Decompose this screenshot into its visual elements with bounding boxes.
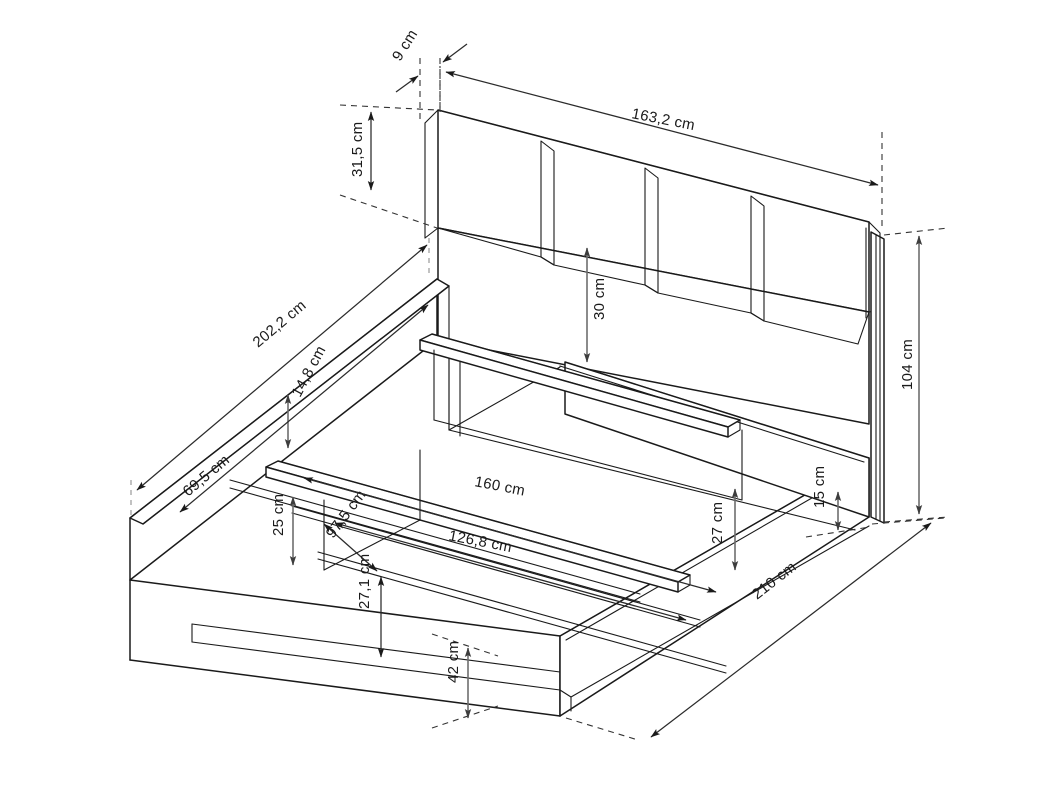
frame-bottom-front-edge [129,659,561,717]
dim-footboard-height: 27,1 cm [356,554,385,658]
dim-label-31-5cm: 31,5 cm [349,122,366,177]
support-leg-board [870,231,885,524]
dim-label-27-1cm: 27,1 cm [356,554,373,609]
headboard-pad-right-wrap [857,311,870,345]
support-leg-assembly [870,231,885,524]
dim-label-25cm: 25 cm [270,494,287,536]
headboard-lower-face [437,227,870,425]
dim-1268-line [334,522,687,621]
dim-leg-clearance: 42 cm [431,633,499,729]
right-side-rail-top-edge [564,361,870,459]
dim-headboard-panel-height: 30 cm [583,247,608,363]
dim-total-height: 104 cm [883,227,949,523]
headboard-top-left-bevel [424,109,439,124]
dim-695-line [179,304,429,513]
dim-label-42cm: 42 cm [445,641,462,683]
dim-headboard-upper-height: 31,5 cm [339,104,438,229]
head-cross-board-end [431,333,741,438]
dim-315-ext-top [339,104,438,111]
dim-label-27cm: 27 cm [709,502,726,544]
headboard-left-lower-bevel [424,227,439,239]
dim-label-104cm: 104 cm [899,339,916,390]
dim-label-15cm: 15 cm [811,466,828,508]
dim-label-30cm: 30 cm [591,278,608,320]
dim-210-line [650,522,932,738]
footboard-plinth-notch-left [559,689,572,698]
plinth-front-lower [191,641,561,691]
dim-42-ext-top [431,633,499,657]
dim-slat-clearance: 25 cm [270,494,297,566]
dim-210-ext-bottom [565,717,639,741]
dim-1632-line [445,71,879,186]
plinth-front-upper [191,623,561,673]
dim-9cm-arrow-left [395,75,419,93]
dim-9cm-arrow-right [442,43,468,63]
headboard-pad-bottom-edge [437,227,859,345]
